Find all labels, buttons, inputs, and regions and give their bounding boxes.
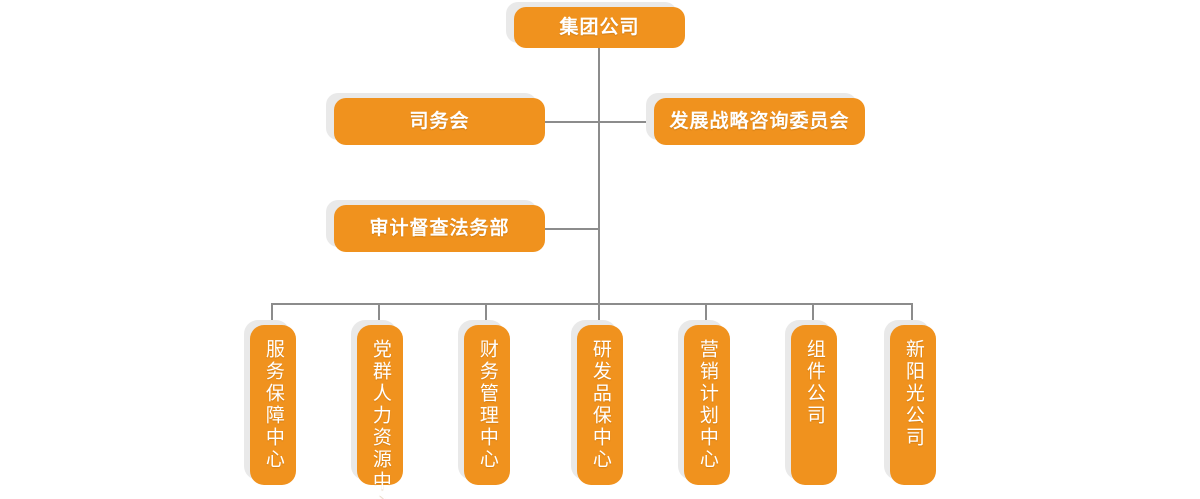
connector-drop-3 [485,303,487,326]
connector-drop-5 [705,303,707,326]
node-department-5[interactable]: 营销计划中心 [684,325,730,485]
node-department-7[interactable]: 新阳光公司 [890,325,936,485]
connector-staff-left [545,121,599,123]
connector-department-bus [271,303,912,305]
node-root[interactable]: 集团公司 [514,7,685,48]
connector-staff-audit [545,228,599,230]
connector-drop-2 [378,303,380,326]
node-department-4-label: 研发品保中心 [589,339,611,471]
node-staff-left[interactable]: 司务会 [334,98,545,145]
node-staff-audit[interactable]: 审计督查法务部 [334,205,545,252]
node-staff-right-label: 发展战略咨询委员会 [669,110,850,132]
node-department-7-label: 新阳光公司 [902,339,924,449]
node-department-3[interactable]: 财务管理中心 [464,325,510,485]
node-staff-right[interactable]: 发展战略咨询委员会 [654,98,865,145]
node-department-2-label: 党群人力资源中心 [369,339,391,499]
node-staff-audit-label: 审计督查法务部 [369,217,510,239]
node-department-1-label: 服务保障中心 [262,339,284,471]
connector-drop-7 [911,303,913,326]
node-root-label: 集团公司 [559,16,640,38]
node-department-6-label: 组件公司 [803,339,825,427]
node-department-6[interactable]: 组件公司 [791,325,837,485]
node-staff-left-label: 司务会 [409,110,470,132]
node-department-5-label: 营销计划中心 [696,339,718,471]
connector-drop-6 [812,303,814,326]
node-department-1[interactable]: 服务保障中心 [250,325,296,485]
node-department-4[interactable]: 研发品保中心 [577,325,623,485]
node-department-2[interactable]: 党群人力资源中心 [357,325,403,499]
connector-root-trunk [598,48,600,303]
node-department-3-label: 财务管理中心 [476,339,498,471]
connector-staff-right [598,121,655,123]
connector-drop-4 [598,303,600,326]
connector-drop-1 [271,303,273,326]
